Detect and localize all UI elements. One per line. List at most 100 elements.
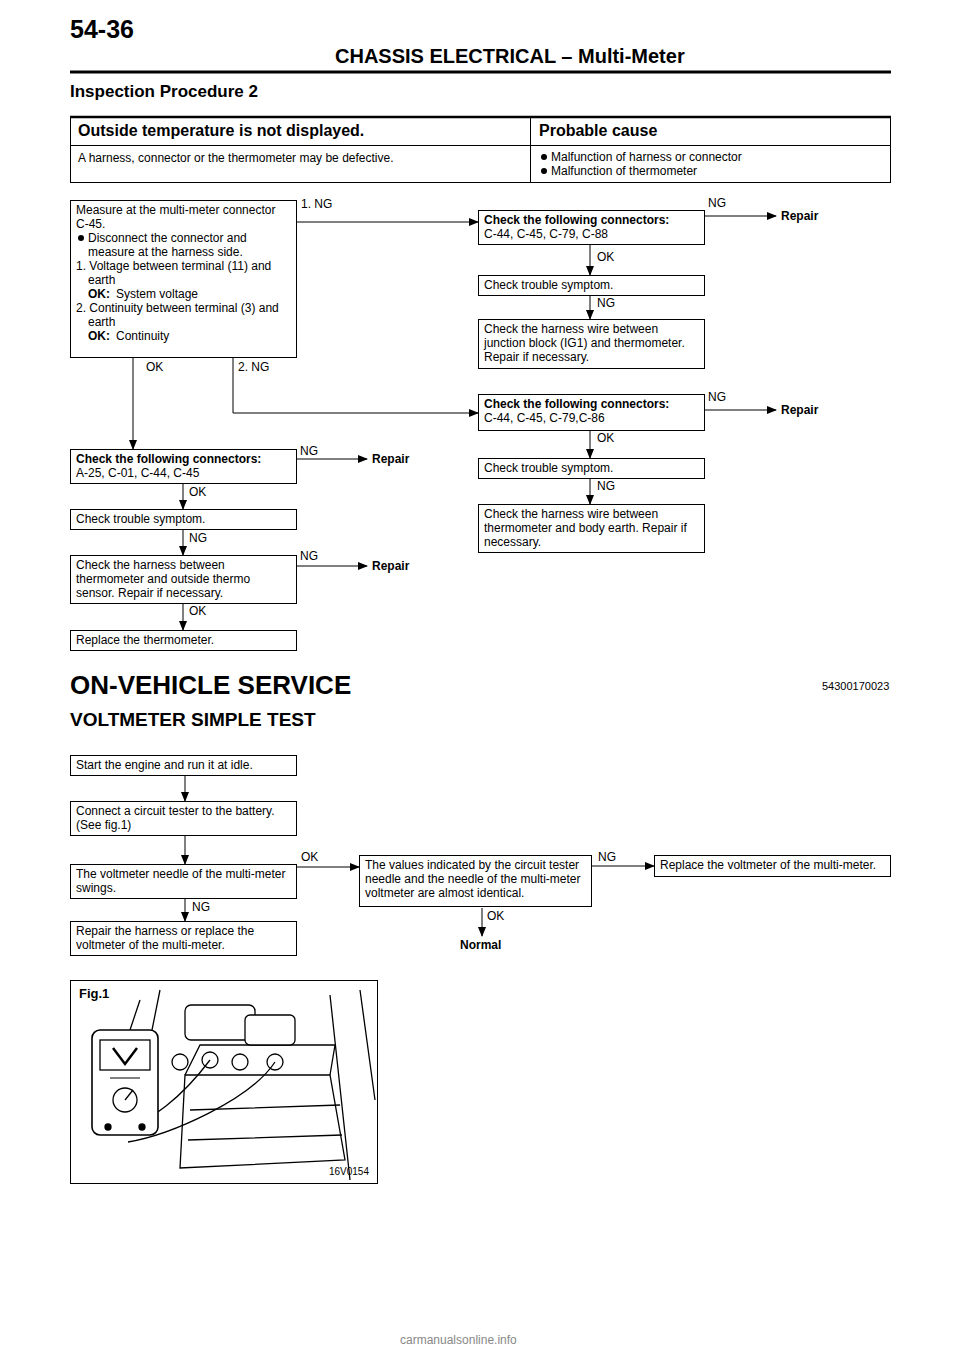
box-text: System voltage xyxy=(116,287,198,301)
terminal-text: Repair xyxy=(372,559,409,573)
flow-arrow xyxy=(183,484,184,509)
flow-label: OK xyxy=(487,909,504,923)
box-text: Check trouble symptom. xyxy=(76,512,291,526)
flow-arrow xyxy=(590,431,591,458)
box-text: Check the harness between thermometer an… xyxy=(76,558,291,600)
edge-label: OK xyxy=(145,361,164,374)
box-text: C-44, C-45, C-79,C-86 xyxy=(484,411,699,425)
flow-arrow xyxy=(185,836,186,864)
process-box: The values indicated by the circuit test… xyxy=(359,855,592,907)
edge-label: NG xyxy=(596,480,616,493)
process-box: Check the harness wire between junction … xyxy=(478,319,705,369)
box-text: Check trouble symptom. xyxy=(484,278,699,292)
flow-label: NG xyxy=(300,444,318,458)
table-grid xyxy=(70,117,891,183)
box-text: Fig.1 xyxy=(79,987,109,1001)
watermark: carmanualsonline.info xyxy=(400,1333,517,1347)
doc-code: 54300170023 xyxy=(822,680,889,693)
process-box: Check the following connectors:A-25, C-0… xyxy=(70,449,297,484)
process-box: The voltmeter needle of the multi-meter … xyxy=(70,864,297,899)
process-box: Repair the harness or replace the voltme… xyxy=(70,921,297,956)
flow-arrow xyxy=(185,899,186,921)
terminal-arrows xyxy=(297,216,776,936)
process-box: Check the harness between thermometer an… xyxy=(70,555,297,604)
process-box: Measure at the multi-meter connector C-4… xyxy=(70,200,297,358)
edge-label: OK xyxy=(596,251,615,264)
flow-arrow xyxy=(233,358,478,413)
box-text: Start the engine and run it at idle. xyxy=(76,758,291,772)
flow-arrow xyxy=(133,358,134,449)
box-text: 1. Voltage between terminal (11) and ear… xyxy=(76,259,291,287)
result-row: OK: System voltage xyxy=(76,287,291,301)
flow-arrow xyxy=(590,296,591,319)
flow-arrow xyxy=(590,245,591,275)
edge-label: OK xyxy=(300,851,319,864)
box-text: The voltmeter needle of the multi-meter … xyxy=(76,867,291,895)
box-text: Continuity xyxy=(116,329,169,343)
flow-arrow xyxy=(185,776,186,801)
box-text: 2. Continuity between terminal (3) and e… xyxy=(76,301,291,329)
process-box: Check trouble symptom. xyxy=(478,458,705,479)
box-text: Check the harness wire between junction … xyxy=(484,322,699,364)
box-text: C-44, C-45, C-79, C-88 xyxy=(484,227,699,241)
terminal-text: Repair xyxy=(781,209,818,223)
process-box: Start the engine and run it at idle. xyxy=(70,755,297,776)
edge-label: OK xyxy=(188,486,207,499)
terminal-text: Repair xyxy=(372,452,409,466)
section-heading: ON-VEHICLE SERVICE xyxy=(70,670,351,700)
table-cell: Malfunction of harness or connector xyxy=(539,150,742,164)
table-cell: A harness, connector or the thermometer … xyxy=(78,151,394,165)
page-title: CHASSIS ELECTRICAL – Multi-Meter xyxy=(335,44,685,68)
box-text: Disconnect the connector and measure at … xyxy=(76,231,291,259)
edge-label: 2. NG xyxy=(237,361,270,374)
result-row: OK: Continuity xyxy=(76,329,291,343)
process-box: Check trouble symptom. xyxy=(70,509,297,530)
page-number: 54-36 xyxy=(70,14,134,44)
table-header: Outside temperature is not displayed. xyxy=(78,122,364,140)
process-box: Check the following connectors:C-44, C-4… xyxy=(478,210,705,245)
process-box: Check trouble symptom. xyxy=(478,275,705,296)
section-heading: Inspection Procedure 2 xyxy=(70,82,258,102)
flow-arrow xyxy=(183,530,184,555)
box-text: Check the following connectors: xyxy=(484,397,699,411)
box-text: Repair the harness or replace the voltme… xyxy=(76,924,291,952)
edge-label: NG xyxy=(188,532,208,545)
box-text: Measure at the multi-meter connector C-4… xyxy=(76,203,291,231)
box-text: The values indicated by the circuit test… xyxy=(365,858,586,900)
terminal-text: Normal xyxy=(460,938,501,952)
edge-label: OK xyxy=(596,432,615,445)
box-text: 16V0154 xyxy=(329,1165,369,1179)
flow-arrow xyxy=(590,479,591,504)
box-text: Check trouble symptom. xyxy=(484,461,699,475)
flow-arrow xyxy=(183,604,184,630)
flow-arrow xyxy=(592,866,654,867)
box-text: A-25, C-01, C-44, C-45 xyxy=(76,466,291,480)
box-text: Check the following connectors: xyxy=(76,452,291,466)
box-text: Replace the voltmeter of the multi-meter… xyxy=(660,858,885,872)
table-header: Probable cause xyxy=(539,122,657,140)
table-cell: Malfunction of thermometer xyxy=(539,164,697,178)
process-box: Check the harness wire between thermomet… xyxy=(478,504,705,553)
figure-frame: Fig.1 16V0154 xyxy=(70,980,378,1184)
process-box: Check the following connectors:C-44, C-4… xyxy=(478,394,705,431)
process-box: Replace the thermometer. xyxy=(70,630,297,651)
edge-label: OK xyxy=(188,605,207,618)
process-box: Connect a circuit tester to the battery.… xyxy=(70,801,297,836)
section-heading: VOLTMETER SIMPLE TEST xyxy=(70,709,316,731)
battery-illustration xyxy=(92,990,375,1180)
box-text: Replace the thermometer. xyxy=(76,633,291,647)
box-text: OK: xyxy=(88,287,110,301)
header-rule xyxy=(70,71,891,74)
edge-label: 1. NG xyxy=(300,198,333,211)
box-text: Check the following connectors: xyxy=(484,213,699,227)
box-text: Check the harness wire between thermomet… xyxy=(484,507,699,549)
flow-label: NG xyxy=(708,390,726,404)
flow-arrow xyxy=(297,222,478,223)
flow-label: NG xyxy=(708,196,726,210)
flow-label: NG xyxy=(300,549,318,563)
edge-label: NG xyxy=(191,901,211,914)
edge-label: NG xyxy=(596,297,616,310)
box-text: OK: xyxy=(88,329,110,343)
flow-arrow xyxy=(297,867,359,868)
box-text: Connect a circuit tester to the battery.… xyxy=(76,804,291,832)
